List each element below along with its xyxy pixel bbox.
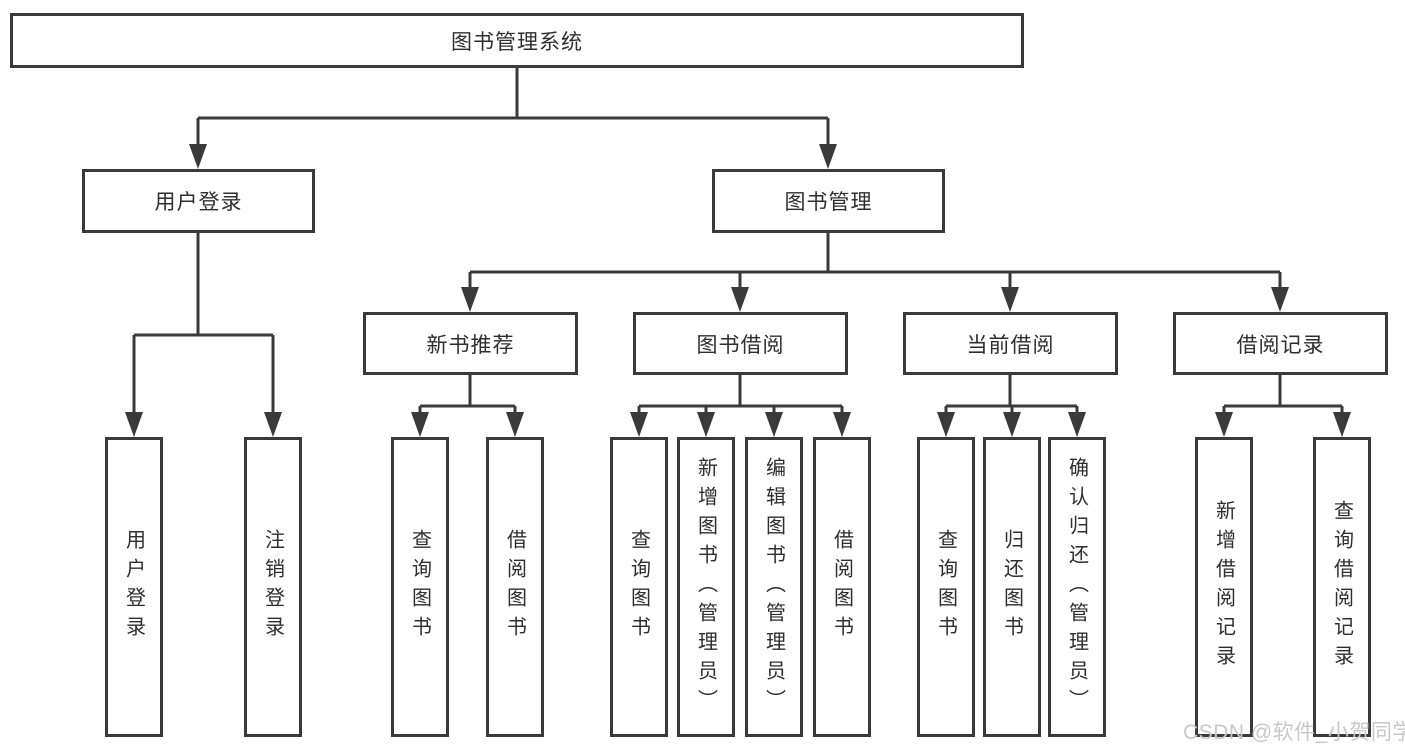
node-label: 新书推荐 (426, 333, 515, 357)
node-query-books-recommend: 查询图书 (391, 437, 449, 737)
connector-current-borrow-to-leaves (937, 375, 1086, 437)
node-label: 新增借阅记录 (1212, 500, 1235, 674)
node-confirm-return-admin: 确认归还（管理员） (1048, 437, 1106, 737)
node-add-borrow-record: 新增借阅记录 (1195, 437, 1253, 737)
node-library-management-system: 图书管理系统 (10, 13, 1024, 68)
node-borrow-books-leaf: 借阅图书 (813, 437, 871, 737)
connector-user-login-to-leaves (125, 233, 282, 437)
node-label: 当前借阅 (966, 333, 1055, 357)
node-label: 查询图书 (934, 529, 957, 645)
node-label: 编辑图书（管理员） (762, 456, 785, 718)
node-user-login-leaf: 用户登录 (105, 437, 163, 737)
node-edit-book-admin: 编辑图书（管理员） (745, 437, 803, 737)
connector-root-to-level2 (189, 68, 837, 169)
node-return-book: 归还图书 (983, 437, 1041, 737)
node-label: 注销登录 (261, 529, 284, 645)
node-current-borrow: 当前借阅 (903, 312, 1118, 375)
node-label: 确认归还（管理员） (1065, 456, 1088, 718)
node-label: 借阅图书 (830, 529, 853, 645)
node-book-management: 图书管理 (712, 169, 945, 233)
node-label: 借阅记录 (1236, 333, 1325, 357)
node-label: 新增图书（管理员） (694, 456, 717, 718)
node-query-borrow-record: 查询借阅记录 (1313, 437, 1371, 737)
node-new-book-recommend: 新书推荐 (363, 312, 578, 375)
node-label: 归还图书 (1000, 529, 1023, 645)
watermark-text: CSDN @软件_小贺同学 (1183, 721, 1405, 744)
connector-borrow-records-to-leaves (1215, 375, 1351, 437)
node-label: 图书管理系统 (451, 30, 583, 54)
node-label: 图书管理 (784, 191, 873, 214)
node-user-login: 用户登录 (82, 169, 315, 233)
connector-book-management-to-groups (461, 233, 1289, 312)
node-book-borrow: 图书借阅 (633, 312, 848, 375)
node-logout: 注销登录 (244, 437, 302, 737)
node-borrow-records: 借阅记录 (1173, 312, 1388, 375)
node-add-book-admin: 新增图书（管理员） (677, 437, 735, 737)
node-label: 图书借阅 (696, 333, 785, 357)
node-query-books-current: 查询图书 (917, 437, 975, 737)
connector-new-book-recommend-to-leaves (411, 375, 524, 437)
node-label: 用户登录 (122, 529, 145, 645)
node-query-books-borrow: 查询图书 (610, 437, 668, 737)
node-label: 查询图书 (408, 529, 431, 645)
node-label: 查询图书 (627, 529, 650, 645)
node-borrow-books-recommend: 借阅图书 (486, 437, 544, 737)
node-label: 借阅图书 (503, 529, 526, 645)
node-label: 用户登录 (154, 191, 243, 214)
node-label: 查询借阅记录 (1330, 500, 1353, 674)
connector-book-borrow-to-leaves (630, 375, 851, 437)
